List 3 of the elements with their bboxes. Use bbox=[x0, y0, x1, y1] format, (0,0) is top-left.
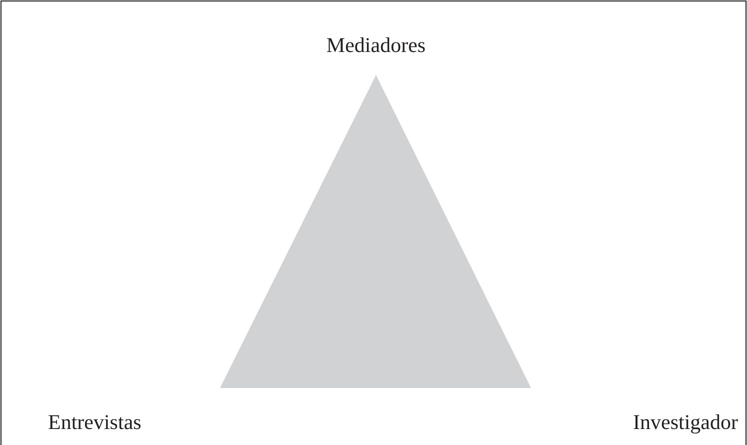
vertex-label: Entrevistas bbox=[48, 412, 142, 433]
vertex-label: Investigador bbox=[633, 412, 738, 433]
vertex-label: Mediadores bbox=[326, 35, 426, 56]
